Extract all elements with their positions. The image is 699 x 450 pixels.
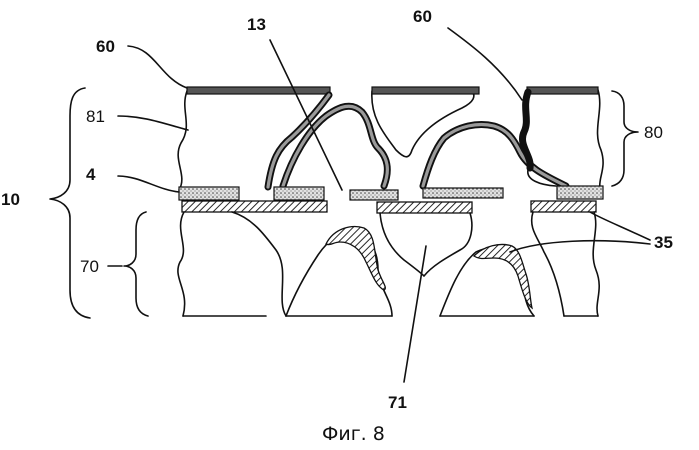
label-80: 80: [644, 123, 663, 142]
lower-left-slope: [232, 212, 286, 316]
upper-fibers: [268, 92, 566, 187]
label-60-left: 60: [96, 37, 115, 56]
label-13: 13: [247, 15, 266, 34]
hatched-caps-35: [326, 227, 532, 308]
leader-35-a: [590, 212, 650, 240]
leader-81: [118, 116, 188, 130]
leader-60-left: [128, 46, 187, 88]
hatch-bar-middle: [377, 202, 472, 213]
top-layer-60: [187, 87, 598, 94]
brace-80: [612, 91, 638, 186]
strip4-c: [350, 190, 398, 200]
layer-4-strips: [179, 186, 603, 200]
lower-left-wavy-edge: [178, 212, 185, 316]
labels: 60 13 60 81 4 10 70 80 35 71 Фиг. 8: [1, 7, 673, 445]
drop-71: [380, 213, 472, 276]
top-bar-right: [527, 87, 598, 94]
top-bar-left: [187, 87, 330, 94]
leader-4: [118, 176, 179, 192]
hatch-bar-right: [531, 201, 596, 212]
brace-10: [50, 88, 90, 318]
top-bar-middle: [372, 87, 479, 94]
label-81: 81: [86, 107, 105, 126]
upper-middle-drop: [372, 91, 474, 157]
figure-caption: Фиг. 8: [322, 423, 385, 445]
fiber-right-arch: [423, 125, 566, 187]
leader-35-b: [510, 241, 650, 252]
layer-35-bars: [182, 201, 596, 213]
upper-left-edge: [178, 91, 187, 190]
fiber-left-loop-in: [268, 95, 329, 187]
strip4-d: [423, 188, 503, 198]
upper-right-edge-wave: [598, 90, 604, 188]
label-60-right: 60: [413, 7, 432, 26]
lower-right-block-edge: [593, 212, 599, 316]
label-71: 71: [388, 393, 407, 412]
label-10: 10: [1, 190, 20, 209]
label-4: 4: [86, 165, 96, 184]
hatch-bar-left: [182, 201, 327, 212]
brace-70: [124, 212, 148, 316]
strip4-a: [179, 187, 239, 200]
strip4-e: [557, 186, 603, 199]
cap-left: [326, 227, 385, 290]
cap-right: [474, 244, 532, 308]
lower-right-block-left: [532, 212, 564, 316]
label-35: 35: [654, 233, 673, 252]
leader-71: [404, 246, 426, 382]
lower-layer-70: [178, 212, 599, 316]
strip4-b: [274, 187, 324, 200]
label-70: 70: [80, 257, 99, 276]
